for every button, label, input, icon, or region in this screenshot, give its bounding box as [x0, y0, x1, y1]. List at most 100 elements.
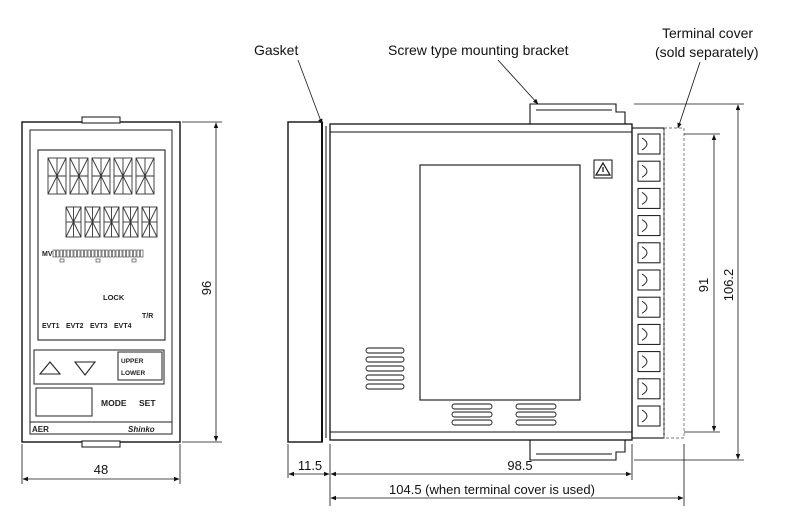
- pv-digit: [113, 157, 133, 195]
- mv-bargraph: [52, 249, 144, 263]
- front-top-tab: [81, 116, 121, 124]
- dim-104-5-label: 104.5 (when terminal cover is used): [389, 482, 595, 497]
- mv-bar-segment: [115, 249, 119, 258]
- vent-slot: [515, 419, 557, 426]
- mv-bar-segment: [108, 249, 112, 258]
- pv-digit: [47, 157, 67, 195]
- dim-91-label: 91: [696, 278, 711, 292]
- mv-bar-segment: [66, 249, 70, 258]
- mv-bar-segment: [84, 249, 88, 258]
- terminal-screw: [637, 405, 661, 427]
- sv-display: [65, 206, 158, 238]
- mv-tick: [95, 258, 101, 263]
- vent-slot: [515, 411, 557, 418]
- upper-label: UPPER: [121, 358, 144, 365]
- mv-bar-segment: [87, 249, 91, 258]
- mv-tick: [59, 258, 65, 263]
- up-arrow-key[interactable]: [38, 361, 62, 375]
- terminal-screw-head: [641, 328, 648, 341]
- mv-bar-segment: [80, 249, 84, 258]
- vent-slot: [451, 419, 493, 426]
- dim-11-5-label: 11.5: [298, 458, 322, 473]
- terminal-cover-callout-1: Terminal cover: [662, 25, 753, 41]
- vent-slot: [451, 411, 493, 418]
- side-bezel: [287, 121, 323, 443]
- event-indicator-3: EVT3: [90, 323, 108, 330]
- vent-slot: [365, 356, 405, 363]
- front-view: MV LOCK T/R EVT1 EVT2 EVT3 EVT4 UPPER LO…: [21, 116, 181, 448]
- mv-bar-segment: [133, 249, 137, 258]
- sv-digit: [84, 206, 101, 238]
- mv-bar-segment: [56, 249, 60, 258]
- dim-overall-height: 106.2: [634, 103, 744, 461]
- dim-98-5-label: 98.5: [507, 458, 532, 473]
- dim-front-height: 96: [182, 121, 222, 443]
- mv-bar-segment: [70, 249, 74, 258]
- terminal-screw-head: [641, 300, 648, 314]
- sv-digit: [141, 206, 158, 238]
- mv-bar-segment: [126, 249, 130, 258]
- mv-bar-segment: [63, 249, 67, 258]
- dim-body-depth: 98.5: [330, 444, 633, 480]
- mv-bar-segment: [129, 249, 133, 258]
- mv-bar-segment: [119, 249, 123, 258]
- mv-bar-segment: [101, 249, 105, 258]
- mv-bar-segment: [91, 249, 95, 258]
- vent-slot: [451, 403, 493, 410]
- event-indicator-1: EVT1: [42, 323, 60, 330]
- terminal-screw: [637, 296, 661, 318]
- terminal-screw: [637, 133, 661, 155]
- side-body: [329, 123, 633, 441]
- set-label: SET: [139, 398, 156, 408]
- mv-bar-segment: [98, 249, 102, 258]
- mv-bar-segment: [52, 249, 56, 258]
- updown-key-area: [33, 349, 165, 385]
- terminal-screw: [637, 215, 661, 237]
- mv-bar-segment: [105, 249, 109, 258]
- terminal-screw: [637, 242, 661, 264]
- terminal-screw: [637, 351, 661, 373]
- mv-bar-segment: [77, 249, 81, 258]
- lcd-window: [37, 149, 166, 341]
- sv-digit: [103, 206, 120, 238]
- event-indicator-2: EVT2: [66, 323, 84, 330]
- vent-slots-left: [365, 347, 405, 390]
- mv-bar-segment: [140, 249, 144, 258]
- terminal-screw: [637, 378, 661, 400]
- dim-terminal-height: 91: [684, 133, 720, 433]
- terminal-block: [631, 127, 665, 439]
- mode-key[interactable]: [35, 387, 93, 417]
- mv-bar-segment: [122, 249, 126, 258]
- mv-bar-segment: [112, 249, 116, 258]
- terminal-screw: [637, 323, 661, 345]
- lower-label: LOWER: [121, 370, 145, 377]
- terminal-screw-head: [641, 382, 648, 396]
- terminal-screw: [637, 160, 661, 182]
- terminal-screw-head: [641, 409, 648, 423]
- dim-96-label: 96: [199, 281, 214, 295]
- mv-tick: [131, 258, 137, 263]
- dim-total-depth: 104.5 (when terminal cover is used): [330, 444, 685, 506]
- mv-bar-segment: [136, 249, 140, 258]
- terminal-screw: [637, 269, 661, 291]
- dim-106-2-label: 106.2: [721, 269, 736, 302]
- terminal-screw-head: [641, 164, 648, 178]
- mv-bar-segment: [94, 249, 98, 258]
- pv-display: [47, 157, 155, 195]
- vent-slot: [365, 365, 405, 372]
- tr-indicator: T/R: [142, 313, 153, 320]
- vent-slot: [365, 383, 405, 390]
- dim-front-width: 48: [21, 444, 181, 484]
- model-name: AER: [32, 425, 49, 434]
- sv-digit: [122, 206, 139, 238]
- terminal-screw-head: [641, 246, 648, 260]
- vent-slots-bottom: [451, 403, 557, 426]
- upper-lower-box: [117, 351, 163, 381]
- down-arrow-key[interactable]: [73, 361, 97, 376]
- pv-digit: [91, 157, 111, 195]
- vent-slot: [365, 374, 405, 381]
- brand-logo: Shinko: [128, 425, 155, 434]
- side-view: [287, 103, 685, 461]
- terminal-screw-head: [641, 192, 648, 205]
